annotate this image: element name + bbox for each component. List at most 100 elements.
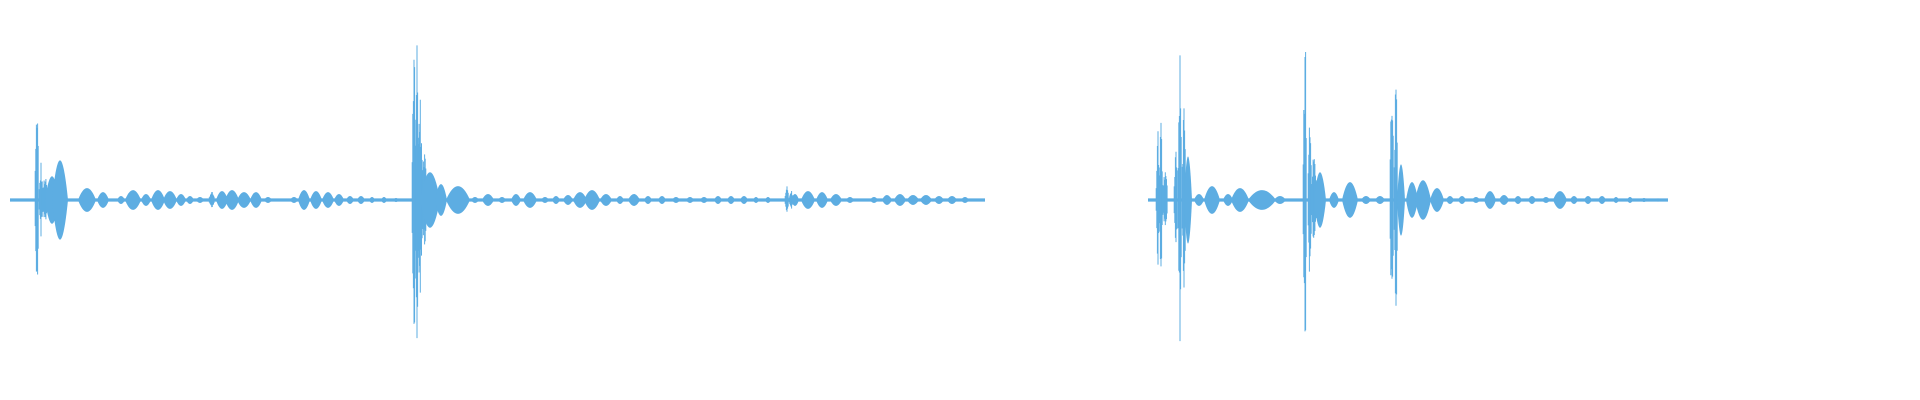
waveform-blob — [216, 191, 228, 209]
waveform-blob — [961, 197, 969, 203]
waveform-blob — [1397, 164, 1405, 236]
waveform-blob — [644, 196, 652, 204]
waveform-blob — [1406, 182, 1418, 218]
waveform-blob — [1484, 191, 1496, 209]
waveform-blob — [1223, 194, 1233, 206]
waveform-blob — [1584, 196, 1592, 204]
waveform-blob — [1514, 196, 1522, 204]
waveform-blob — [117, 196, 125, 204]
waveform-blob — [151, 190, 165, 210]
waveform-blob — [700, 197, 708, 203]
waveform-blob — [1248, 190, 1276, 210]
waveform-blob — [482, 194, 494, 206]
waveform-blob — [584, 190, 600, 210]
waveform-blob — [1204, 186, 1220, 214]
segment-1 — [10, 45, 985, 339]
waveform-blob — [1598, 196, 1606, 204]
waveform-blob — [446, 186, 470, 214]
waveform-blob — [1627, 197, 1633, 203]
waveform-blob — [1415, 180, 1431, 220]
waveform-blob — [125, 190, 141, 210]
waveform-blob — [1655, 198, 1661, 202]
waveform-blob — [907, 195, 919, 205]
waveform-blob — [1570, 196, 1578, 204]
waveform-blob — [1446, 196, 1454, 204]
waveform-blob — [176, 194, 186, 206]
segment-2 — [1148, 51, 1668, 342]
waveform-blob — [357, 196, 365, 204]
waveform-blob — [1231, 188, 1249, 212]
waveform-blob — [435, 184, 447, 216]
waveform-blob — [298, 190, 310, 210]
waveform-blob — [196, 197, 204, 203]
waveform-blob — [250, 192, 262, 208]
waveform-blob — [616, 196, 624, 204]
waveform-blob — [552, 196, 560, 204]
waveform-blob — [894, 194, 906, 206]
waveform-blob — [1641, 198, 1647, 202]
waveform-blob — [882, 195, 892, 205]
waveform-blob — [563, 195, 573, 205]
waveform-blob — [1184, 156, 1192, 244]
waveform-blob — [714, 196, 722, 204]
waveform-blob — [1528, 196, 1536, 204]
waveform-blob — [237, 192, 251, 208]
waveform-blob — [1274, 196, 1286, 204]
waveform-blob — [816, 192, 828, 208]
waveform-blob — [264, 197, 272, 203]
waveform-blob — [658, 196, 666, 204]
waveform-blob — [920, 195, 932, 205]
waveform-blob — [628, 194, 640, 206]
waveform-blob — [541, 197, 549, 203]
waveform-blob — [322, 192, 334, 208]
waveform-blob — [1194, 194, 1204, 206]
waveform-blob — [141, 194, 151, 206]
waveform-blob — [52, 160, 68, 240]
waveform-blob — [346, 196, 354, 204]
waveform-blob — [753, 197, 759, 203]
waveform-blob — [1314, 172, 1326, 228]
waveform-blob — [801, 191, 815, 209]
waveform-blob — [1458, 196, 1466, 204]
waveform-blob — [672, 197, 680, 203]
waveform-blob — [830, 194, 842, 206]
waveform-blob — [186, 196, 194, 204]
waveform-blob — [1613, 197, 1619, 203]
waveform-blob — [1361, 196, 1371, 204]
waveform-blob — [870, 197, 878, 203]
waveform-blob — [78, 188, 96, 212]
waveform-blob — [1430, 188, 1444, 212]
waveform-blob — [471, 197, 479, 203]
waveform-blob — [600, 194, 612, 206]
waveform-blob — [791, 194, 799, 206]
waveform-blob — [934, 196, 944, 204]
waveform-blob — [334, 194, 344, 206]
waveform-blob — [393, 198, 399, 202]
waveform-blob — [1342, 182, 1358, 218]
waveform-blob — [1542, 197, 1550, 203]
waveform-blob — [1499, 195, 1509, 205]
waveform-blob — [740, 196, 748, 204]
waveform-blob — [369, 197, 375, 203]
waveform-blob — [381, 197, 387, 203]
waveform-blob — [420, 172, 440, 228]
waveform-blob — [1329, 192, 1339, 208]
waveform-blob — [225, 190, 239, 210]
waveform-blob — [163, 191, 177, 209]
waveform-blob — [947, 196, 957, 204]
waveform-blob — [97, 192, 109, 208]
waveform-blob — [310, 191, 322, 209]
waveform-blob — [727, 196, 735, 204]
waveform-blob — [765, 197, 771, 203]
waveform-blob — [523, 192, 537, 208]
waveform-blob — [1375, 196, 1385, 204]
waveform-blob — [511, 194, 521, 206]
waveform-blob — [686, 197, 694, 203]
waveform-blob — [290, 197, 298, 203]
waveform-blob — [573, 192, 587, 208]
waveform-blob — [1472, 197, 1480, 203]
waveform-blob — [498, 197, 506, 203]
waveform-blob — [1553, 191, 1567, 209]
